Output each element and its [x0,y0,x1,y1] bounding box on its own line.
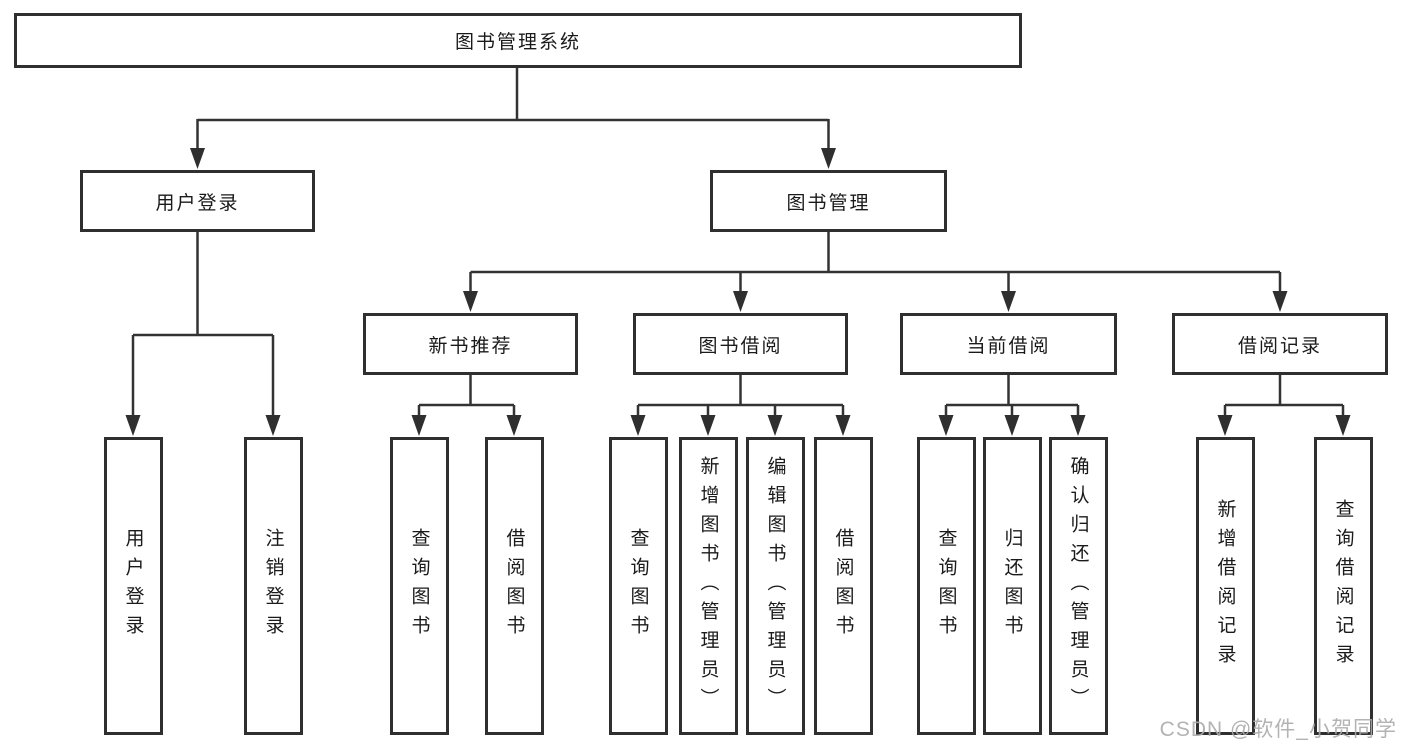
leaf-query-borrow-record: 查询借阅记录 [1313,437,1373,735]
leaf-query-books-recommend: 查询图书 [389,437,449,735]
node-new-book-recommendation: 新书推荐 [363,313,578,375]
node-user-login: 用户登录 [80,170,315,232]
node-library-system: 图书管理系统 [14,13,1022,68]
leaf-confirm-return-admin: 确认归还（管理员） [1048,437,1108,735]
leaf-add-books-admin: 新增图书（管理员） [678,437,738,735]
node-book-borrowing: 图书借阅 [633,313,848,375]
node-borrowing-records: 借阅记录 [1172,313,1388,375]
leaf-borrow-books-borrowing: 借阅图书 [813,437,873,735]
leaf-add-borrow-record: 新增借阅记录 [1195,437,1255,735]
node-current-borrowing: 当前借阅 [900,313,1117,375]
leaf-edit-books-admin: 编辑图书（管理员） [745,437,805,735]
node-book-management: 图书管理 [710,170,947,232]
leaf-borrow-books-recommend: 借阅图书 [484,437,544,735]
leaf-query-books-current: 查询图书 [916,437,976,735]
leaf-return-books: 归还图书 [982,437,1042,735]
leaf-user-login: 用户登录 [103,437,163,735]
leaf-logout-login: 注销登录 [243,437,303,735]
leaf-query-books-borrowing: 查询图书 [608,437,668,735]
